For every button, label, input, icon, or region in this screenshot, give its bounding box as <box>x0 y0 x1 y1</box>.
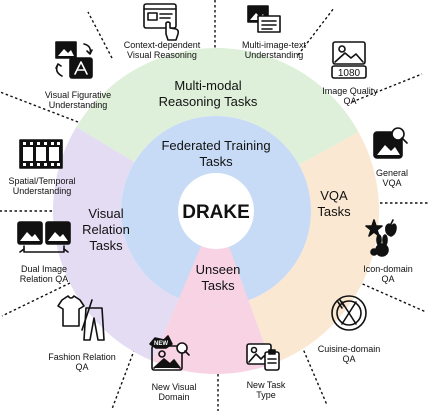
task-image-quality: Image Quality QA <box>308 86 392 106</box>
new-image-icon: NEW <box>149 335 190 371</box>
task-cuisine-line1: Cuisine-domain <box>317 344 381 354</box>
center-circle <box>178 173 254 249</box>
multimodal-label-2: Reasoning Tasks <box>159 94 258 109</box>
task-general-vqa-line1: General <box>375 168 409 178</box>
divider-upper-left <box>0 91 79 123</box>
task-image-quality-line1: Image Quality <box>322 86 378 96</box>
image-search-icon <box>373 127 408 159</box>
visual-label-3: Tasks <box>89 238 123 253</box>
visual-label-1: Visual <box>88 206 123 221</box>
task-context-dependent: Context-dependent Visual Reasoning <box>110 40 214 60</box>
image-1080-icon: 1080 <box>331 41 367 79</box>
divider-lower-left <box>1 282 71 317</box>
task-general-vqa: General VQA <box>360 168 424 188</box>
unseen-label-2: Tasks <box>201 278 235 293</box>
task-spatial-line2: Understanding <box>12 186 72 196</box>
image-letter-icon <box>55 41 93 79</box>
task-fashion-relation: Fashion Relation QA <box>30 352 134 372</box>
task-general-vqa-line2: VQA <box>382 178 402 188</box>
dual-image-icon <box>17 221 71 253</box>
task-multi-image-text: Multi-image-text Understanding <box>222 40 326 60</box>
inner-label-1: Federated Training <box>161 138 270 153</box>
outer-ring <box>53 48 379 374</box>
task-fashion-line1: Fashion Relation <box>48 352 116 362</box>
task-spatial-temporal: Spatial/Temporal Understanding <box>0 176 84 196</box>
vqa-label-1: VQA <box>320 188 348 203</box>
task-visual-figurative: Visual Figurative Understanding <box>26 90 130 110</box>
segment-visual <box>53 127 179 362</box>
task-dual-image: Dual Image Relation QA <box>0 264 88 284</box>
image-clipboard-icon <box>246 343 280 371</box>
task-icon-domain-line2: QA <box>381 274 395 284</box>
task-icon-domain: Icon-domain QA <box>348 264 428 284</box>
task-multi-image-line2: Understanding <box>244 50 304 60</box>
divider-top-left <box>87 11 113 59</box>
multimodal-label-1: Multi-modal <box>174 78 241 93</box>
unseen-label-1: Unseen <box>196 262 241 277</box>
task-new-visual-line1: New Visual <box>151 382 197 392</box>
segment-vqa <box>248 131 379 365</box>
resolution-text: 1080 <box>338 68 361 79</box>
pointer-screen-icon <box>143 3 180 41</box>
task-dual-image-line1: Dual Image <box>20 264 68 274</box>
task-new-task-type: New Task Type <box>228 380 304 400</box>
task-fashion-line2: QA <box>75 362 89 372</box>
clothes-icon <box>57 295 105 341</box>
segment-multimodal <box>76 48 359 165</box>
task-new-task-line1: New Task <box>246 380 286 390</box>
task-multi-image-line1: Multi-image-text <box>241 40 306 50</box>
task-context-line2: Visual Reasoning <box>127 50 197 60</box>
task-cuisine-domain: Cuisine-domain QA <box>306 344 392 364</box>
film-strip-icon <box>19 139 63 169</box>
task-spatial-line1: Spatial/Temporal <box>8 176 76 186</box>
task-figurative-line1: Visual Figurative <box>44 90 112 100</box>
badge-text: NEW <box>154 341 168 347</box>
icon-set-icon <box>365 219 397 257</box>
vqa-label-2: Tasks <box>317 204 351 219</box>
center-title: DRAKE <box>182 202 250 223</box>
task-figurative-line2: Understanding <box>48 100 108 110</box>
task-new-visual-line2: Domain <box>158 392 190 402</box>
plate-cutlery-icon <box>331 295 367 331</box>
task-image-quality-line2: QA <box>343 96 357 106</box>
task-cuisine-line2: QA <box>342 354 356 364</box>
task-new-visual-domain: New Visual Domain <box>136 382 212 402</box>
visual-label-2: Relation <box>82 222 130 237</box>
segment-unseen-inner <box>178 211 249 307</box>
task-icon-domain-line1: Icon-domain <box>363 264 413 274</box>
inner-label-2: Tasks <box>199 154 233 169</box>
image-text-icon <box>247 5 281 33</box>
task-new-task-line2: Type <box>256 390 276 400</box>
divider-lower-right <box>357 281 427 313</box>
task-dual-image-line2: Relation QA <box>19 274 69 284</box>
task-context-line1: Context-dependent <box>123 40 201 50</box>
